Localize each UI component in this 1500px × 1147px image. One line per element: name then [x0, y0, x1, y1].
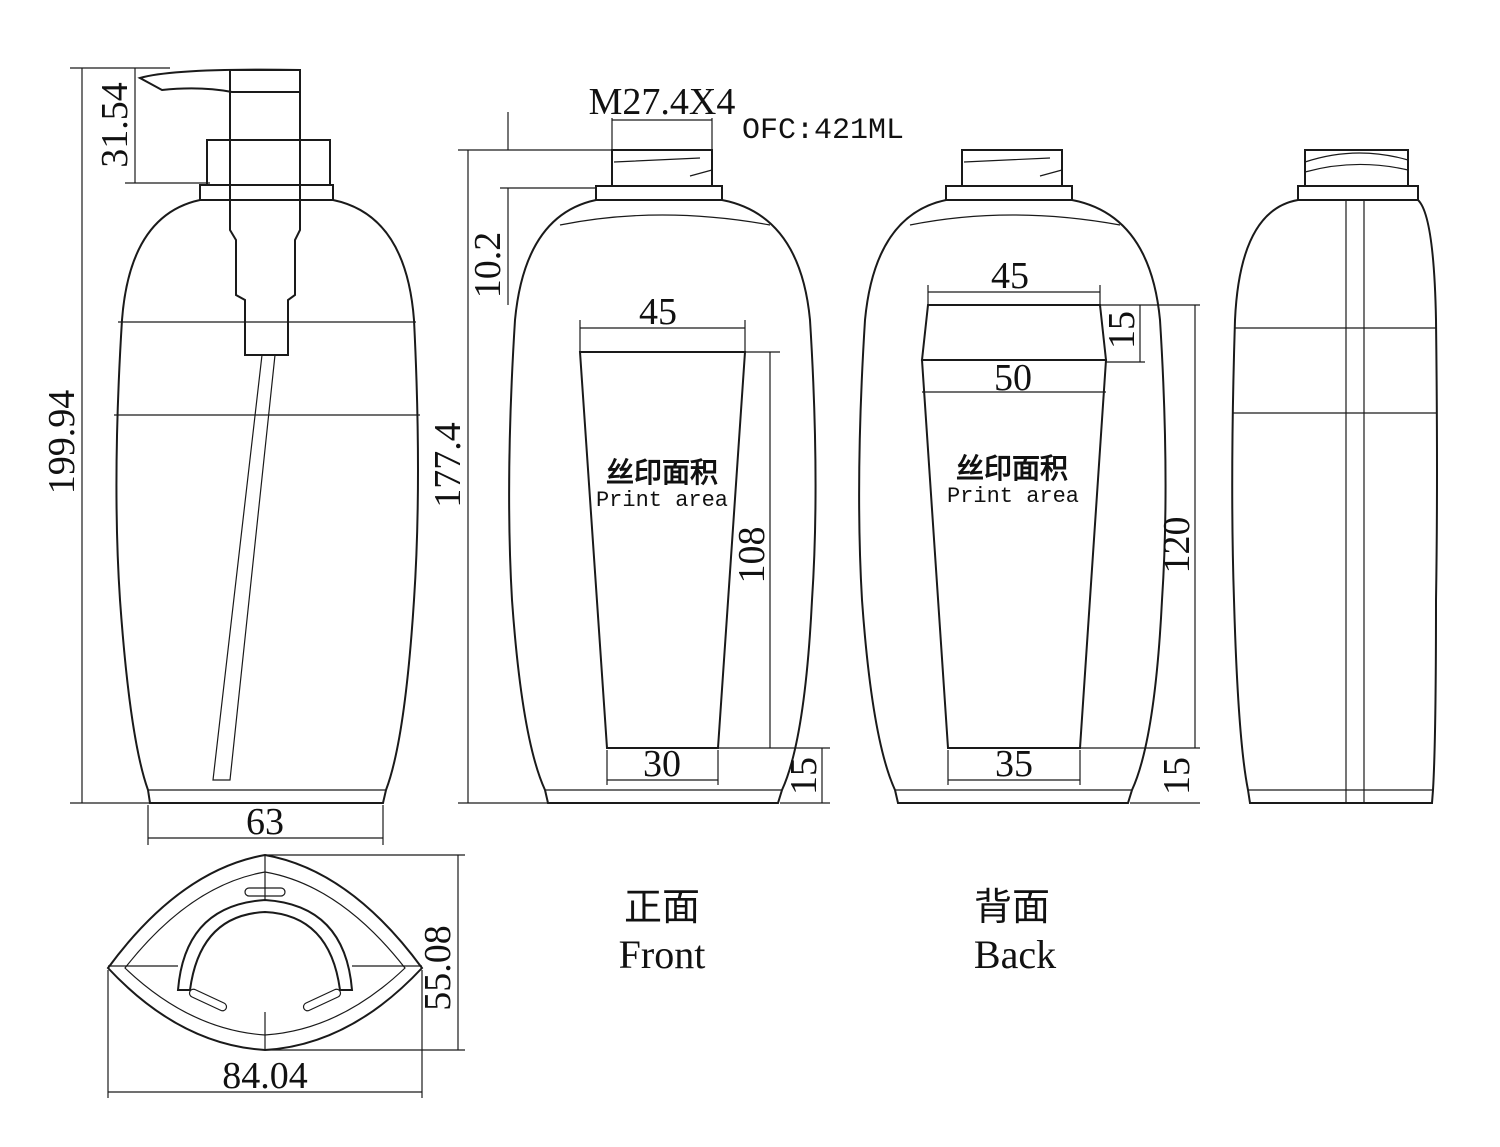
dim-pump-height: 31.54	[94, 82, 136, 168]
front-label-cn: 正面	[624, 885, 700, 929]
pump-stem	[229, 69, 301, 356]
front-label-en: Front	[619, 932, 706, 977]
front-print-label-cn: 丝印面积	[606, 456, 718, 489]
dim-body-height: 177.4	[427, 422, 469, 508]
dim-bottom-depth: 55.08	[417, 925, 459, 1011]
back-print-area-top	[920, 304, 1108, 361]
dim-front-bottom-offset: 15	[783, 757, 825, 795]
back-print-label-cn: 丝印面积	[956, 452, 1068, 485]
pump-actuator	[137, 68, 301, 93]
front-print-area	[578, 351, 747, 749]
side-view	[1231, 149, 1438, 804]
dim-total-height: 199.94	[41, 390, 83, 495]
dim-front-print-height: 108	[731, 527, 773, 584]
capacity-spec: OFC:421ML	[742, 114, 904, 148]
bottle-body-outline	[115, 199, 419, 804]
back-label-en: Back	[974, 932, 1056, 977]
back-view: 丝印面积 Print area 45 50 15 120 35 15 背面 Ba…	[858, 149, 1200, 977]
back-print-area	[920, 359, 1108, 749]
dim-width: 63	[246, 801, 284, 843]
front-print-label-en: Print area	[596, 488, 728, 513]
front-view: 丝印面积 Print area 45 108 30 15 177.4 10.2 …	[427, 81, 904, 977]
dim-front-top-width: 45	[639, 291, 677, 333]
dim-bottom-width: 84.04	[222, 1055, 308, 1097]
back-label-cn: 背面	[974, 885, 1050, 929]
dim-shoulder: 10.2	[467, 232, 509, 299]
dim-back-bottom-width: 35	[995, 743, 1033, 785]
bottom-view: 84.04 55.08	[106, 853, 465, 1098]
thread-spec: M27.4X4	[589, 81, 736, 123]
dim-back-bottom-offset: 15	[1156, 757, 1198, 795]
dim-back-top-width: 45	[991, 255, 1029, 297]
dim-back-mid-width: 50	[994, 357, 1032, 399]
dim-back-top-band: 15	[1101, 311, 1143, 349]
back-print-label-en: Print area	[947, 484, 1079, 509]
dim-back-print-height: 120	[1156, 517, 1198, 574]
pump-bottle-view: 199.94 31.54 63	[41, 67, 420, 845]
dim-front-bottom-width: 30	[643, 743, 681, 785]
